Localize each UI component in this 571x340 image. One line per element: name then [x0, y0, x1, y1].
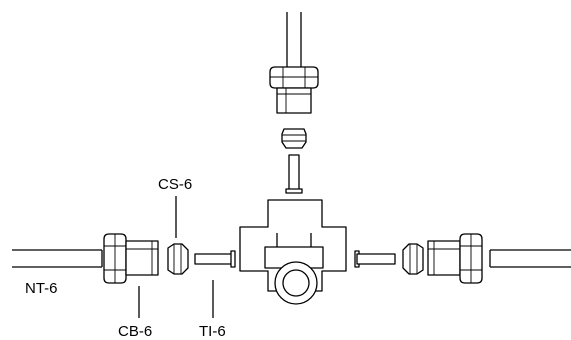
label-nt-6: NT-6 — [25, 280, 58, 297]
top-tube-insert — [285, 154, 303, 194]
label-ti-6: TI-6 — [199, 323, 226, 340]
tee-body — [239, 199, 347, 305]
right-tube — [489, 249, 571, 268]
right-ferrule — [402, 243, 424, 275]
label-cs-6: CS-6 — [158, 176, 192, 193]
left-tube — [12, 249, 103, 268]
right-nut — [427, 233, 483, 284]
left-nut — [103, 233, 159, 284]
top-nut — [269, 66, 319, 114]
top-ferrule — [281, 128, 307, 149]
right-tube-insert — [354, 250, 396, 268]
label-cb-6: CB-6 — [118, 323, 152, 340]
left-tube-insert — [194, 250, 236, 268]
left-ferrule — [167, 243, 189, 275]
top-tube — [286, 12, 302, 67]
